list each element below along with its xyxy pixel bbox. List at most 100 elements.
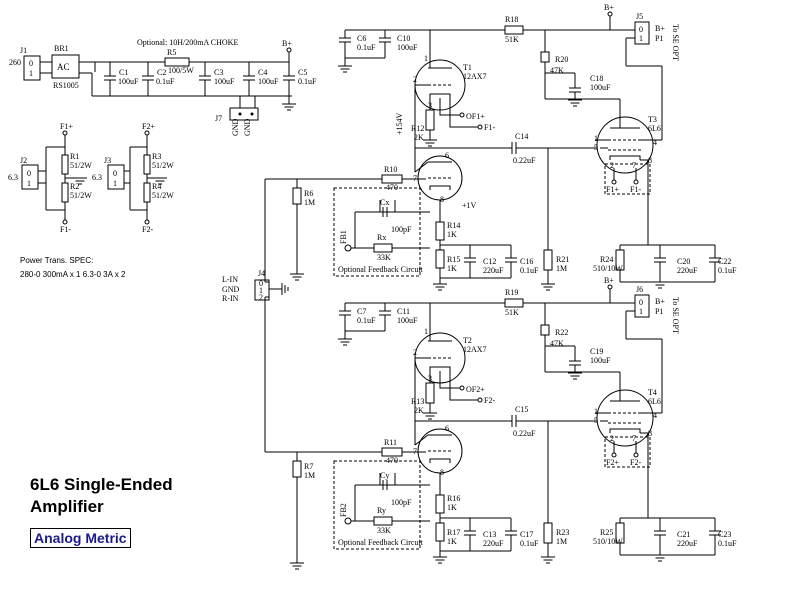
svg-text:C15: C15 [515,405,528,414]
svg-text:J4: J4 [258,269,265,278]
resistor-r2 [61,182,69,203]
svg-text:B+: B+ [604,3,614,12]
svg-text:8: 8 [648,429,652,438]
svg-text:6L6: 6L6 [648,124,661,133]
svg-text:12AX7: 12AX7 [463,72,487,81]
svg-text:B+: B+ [655,24,665,33]
svg-text:R15: R15 [447,255,460,264]
svg-text:1: 1 [639,34,643,43]
svg-text:1K: 1K [447,264,457,273]
resistor-r4 [143,182,151,203]
spec-heading: Power Trans. SPEC: [20,256,94,265]
svg-text:0.1uF: 0.1uF [718,539,737,548]
resistor-r5 [164,57,190,67]
svg-text:0.1uF: 0.1uF [298,77,317,86]
svg-text:1M: 1M [304,471,315,480]
svg-text:1: 1 [29,69,33,78]
feedback-box-2 [333,460,421,550]
svg-text:J7: J7 [215,114,222,123]
svg-text:GND: GND [243,118,252,136]
svg-text:To SE OPT: To SE OPT [671,24,680,61]
capacitor-c4 [243,62,255,96]
svg-text:BR1: BR1 [54,44,69,53]
svg-text:0.1uF: 0.1uF [520,266,539,275]
resistor-r21 [543,249,553,271]
svg-text:R13: R13 [411,397,424,406]
svg-text:C22: C22 [718,257,731,266]
svg-text:J2: J2 [20,156,27,165]
svg-text:1: 1 [259,286,263,295]
svg-text:100uF: 100uF [397,316,418,325]
bridge-rectifier-br1 [51,54,80,79]
resistor-ry [373,516,393,526]
svg-text:R22: R22 [555,328,568,337]
svg-text:Cy: Cy [380,471,389,480]
svg-text:1: 1 [424,54,428,63]
svg-text:R7: R7 [304,462,313,471]
svg-text:51/2W: 51/2W [152,191,174,200]
svg-text:F1-: F1- [484,123,495,132]
svg-text:R3: R3 [152,152,161,161]
spec-values: 280-0 300mA x 1 6.3-0 3A x 2 [20,270,126,279]
svg-text:0.1uF: 0.1uF [718,266,737,275]
svg-text:R20: R20 [555,55,568,64]
svg-text:F2-: F2- [630,458,641,467]
svg-text:R16: R16 [447,494,460,503]
svg-text:C11: C11 [397,307,410,316]
svg-text:510/10W: 510/10W [593,537,623,546]
svg-text:R5: R5 [167,48,176,57]
svg-text:Optional Feedback Circuit: Optional Feedback Circuit [338,265,424,274]
connector-j5 [634,21,650,45]
svg-text:B+: B+ [655,297,665,306]
title-line-1: 6L6 Single-Ended [30,475,173,494]
svg-text:100uF: 100uF [590,83,611,92]
connector-j6 [634,294,650,318]
svg-text:R1: R1 [70,152,79,161]
svg-text:C13: C13 [483,530,496,539]
svg-text:220uF: 220uF [677,539,698,548]
svg-text:0: 0 [639,298,643,307]
svg-text:Ry: Ry [377,506,386,515]
svg-text:1K: 1K [447,230,457,239]
svg-text:J5: J5 [636,12,643,21]
schematic-title: 6L6 Single-Ended Amplifier [30,474,173,518]
svg-text:1: 1 [113,179,117,188]
feedback-box-1 [333,187,421,277]
svg-text:51/2W: 51/2W [152,161,174,170]
resistor-rx [373,243,393,253]
svg-text:C19: C19 [590,347,603,356]
resistor-r11 [381,447,403,457]
svg-text:220uF: 220uF [483,539,504,548]
svg-text:1: 1 [594,407,598,416]
svg-text:R6: R6 [304,189,313,198]
svg-text:5: 5 [594,416,598,425]
svg-text:F2+: F2+ [142,122,155,131]
svg-text:5: 5 [594,143,598,152]
svg-text:F2+: F2+ [606,458,619,467]
svg-text:J6: J6 [636,285,643,294]
svg-text:C14: C14 [515,132,528,141]
svg-text:1K: 1K [447,537,457,546]
svg-text:100uF: 100uF [214,77,235,86]
svg-text:6: 6 [445,151,449,160]
svg-text:1: 1 [424,327,428,336]
capacitor-c1 [104,62,116,96]
svg-text:2: 2 [610,161,614,170]
tube-t3 [596,116,654,174]
svg-text:R18: R18 [505,15,518,24]
svg-text:2K: 2K [414,133,424,142]
resistor-r22 [540,324,550,336]
svg-text:F2-: F2- [484,396,495,405]
svg-text:1: 1 [27,179,31,188]
svg-text:C3: C3 [214,68,223,77]
svg-text:0: 0 [113,169,117,178]
power-transformer-spec: Power Trans. SPEC: 280-0 300mA x 1 6.3-0… [20,254,125,282]
svg-text:Rx: Rx [377,233,386,242]
svg-text:R25: R25 [600,528,613,537]
svg-text:F2-: F2- [142,225,153,234]
svg-text:F1+: F1+ [606,185,619,194]
